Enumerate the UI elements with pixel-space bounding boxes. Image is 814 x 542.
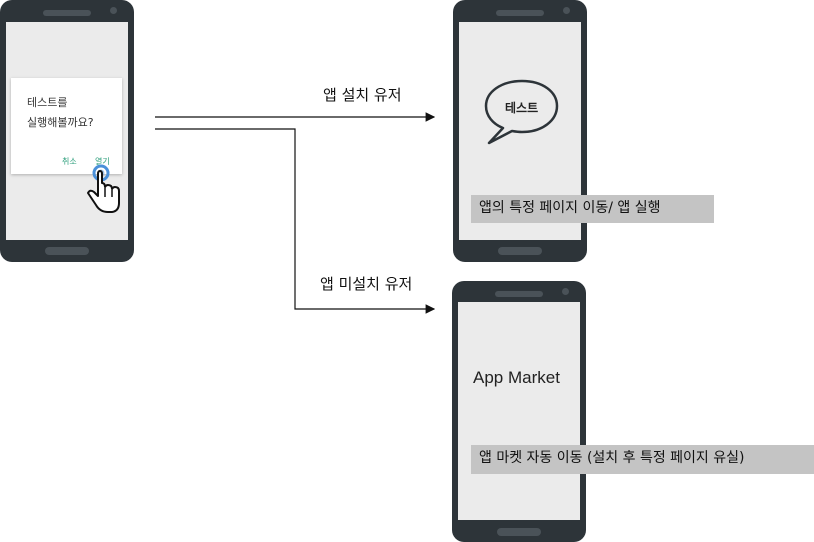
installed-label: 앱 설치 유저 <box>323 84 402 105</box>
not-installed-label: 앱 미설치 유저 <box>320 273 412 294</box>
